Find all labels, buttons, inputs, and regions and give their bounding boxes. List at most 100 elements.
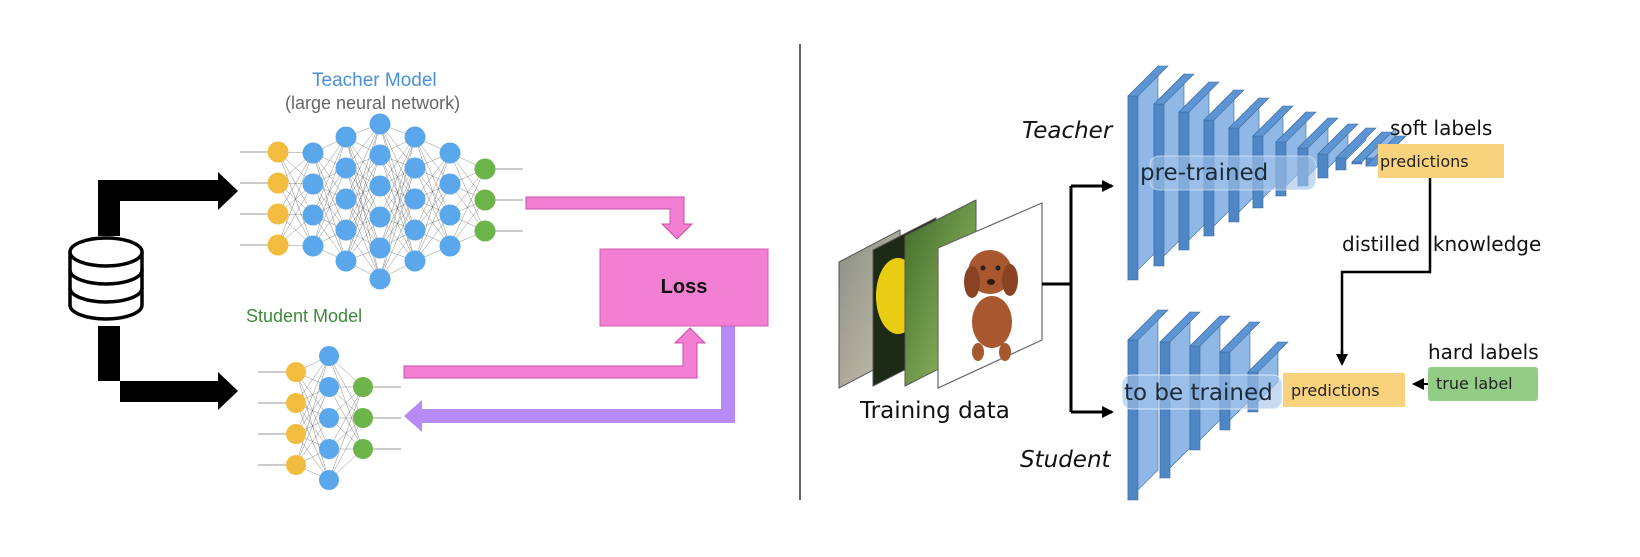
loss-to-student-feedback-arrow (404, 326, 735, 432)
student-label: Student (1020, 447, 1111, 473)
teacher-edge (277, 152, 314, 215)
teacher-label: Teacher (1022, 118, 1113, 144)
teacher-edge (414, 152, 451, 262)
cnn-slab-top (1219, 321, 1261, 353)
student-to-loss-arrow (403, 327, 707, 379)
cnn-slab-top (1153, 73, 1195, 105)
student-hidden-node (319, 346, 339, 366)
teacher-input-node (267, 141, 289, 163)
cnn-slab-front (1317, 153, 1329, 179)
cnn-slab-front (1335, 157, 1347, 171)
cnn-slab-top (1127, 65, 1169, 97)
teacher-output-node (474, 220, 496, 242)
teacher-model-title: Teacher Model (312, 70, 437, 91)
student-output-node (353, 408, 373, 428)
to-be-trained-label-box (1121, 374, 1283, 410)
teacher-hidden-node (335, 250, 357, 272)
teacher-edge (345, 185, 381, 262)
teacher-hidden-node (302, 204, 324, 226)
teacher-predictions-label: predictions (1380, 152, 1469, 171)
teacher-edge (449, 168, 486, 247)
teacher-network (240, 113, 523, 290)
cnn-slab-front (1159, 341, 1171, 479)
teacher-hidden-node (335, 157, 357, 179)
student-input-node (286, 393, 306, 413)
data-flow-arrows (98, 172, 238, 410)
cnn-slab-top (1203, 89, 1245, 121)
student-edge (295, 386, 330, 466)
student-output-node (353, 439, 373, 459)
teacher-model-subtitle: (large neural network) (285, 93, 461, 113)
loss-label: Loss (660, 276, 708, 298)
student-input-node (286, 424, 306, 444)
cnn-slab-top (1252, 105, 1294, 137)
teacher-hidden-node (369, 237, 391, 259)
teacher-hidden-node (302, 142, 324, 164)
teacher-output-node (474, 189, 496, 211)
teacher-edge (345, 123, 381, 231)
loss-box (599, 248, 769, 327)
teacher-hidden-node (404, 126, 426, 148)
puppy-image (964, 250, 1018, 361)
student-edge (328, 386, 364, 450)
teacher-edge (277, 152, 314, 246)
teacher-hidden-node (369, 113, 391, 135)
teacher-hidden-node (404, 157, 426, 179)
student-output-node (353, 377, 373, 397)
cnn-slab-top (1178, 81, 1220, 113)
teacher-edge (312, 167, 347, 247)
student-network (258, 346, 401, 490)
teacher-hidden-node (302, 173, 324, 195)
student-input-node (286, 455, 306, 475)
teacher-hidden-node (404, 219, 426, 241)
cnn-slab-top (1297, 117, 1339, 149)
student-model-title: Student Model (246, 306, 363, 326)
distilled-knowledge-arrow (1336, 178, 1432, 366)
teacher-edge (277, 183, 314, 246)
cnn-slab-top (1275, 111, 1317, 143)
cnn-slab-front (1127, 339, 1139, 501)
student-hidden-node (319, 377, 339, 397)
student-input-node (286, 362, 306, 382)
cnn-slab-top (1159, 311, 1201, 343)
teacher-edge (345, 123, 381, 200)
cnn-slab-top (1247, 341, 1289, 373)
teacher-hidden-node (439, 142, 461, 164)
training-data-branch-arrows (1042, 180, 1114, 418)
database-icon (68, 236, 144, 321)
teacher-edge (312, 136, 347, 216)
teacher-hidden-node (404, 250, 426, 272)
pretrained-label: pre-trained (1140, 160, 1269, 186)
teacher-predictions-box (1378, 144, 1504, 178)
teacher-edge (379, 136, 416, 249)
student-hidden-node (319, 408, 339, 428)
student-edge (295, 355, 330, 466)
teacher-edge (414, 183, 451, 262)
true-label-box (1428, 367, 1538, 401)
teacher-edge (414, 152, 451, 231)
teacher-to-loss-arrow (525, 196, 694, 240)
teacher-edge (379, 167, 416, 280)
teacher-hidden-node (439, 173, 461, 195)
cnn-slab-top (1228, 97, 1270, 129)
teacher-hidden-node (302, 235, 324, 257)
teacher-hidden-node (404, 188, 426, 210)
cnn-slab-top (1317, 123, 1359, 155)
teacher-edge (345, 154, 381, 262)
soft-labels-title: soft labels (1390, 116, 1493, 140)
teacher-edge (379, 136, 416, 218)
cnn-slab-front (1127, 95, 1139, 281)
teacher-input-node (267, 203, 289, 225)
cnn-slab-top (1127, 309, 1169, 341)
teacher-hidden-node (335, 219, 357, 241)
teacher-edge (379, 198, 416, 280)
student-edge (328, 417, 364, 481)
teacher-hidden-node (439, 204, 461, 226)
teacher-hidden-node (369, 206, 391, 228)
teacher-hidden-node (439, 235, 461, 257)
hard-labels-title: hard labels (1428, 340, 1539, 364)
pretrained-label-box (1149, 155, 1317, 191)
student-predictions-box (1283, 373, 1405, 407)
student-edge (295, 355, 330, 435)
teacher-input-node (267, 234, 289, 256)
